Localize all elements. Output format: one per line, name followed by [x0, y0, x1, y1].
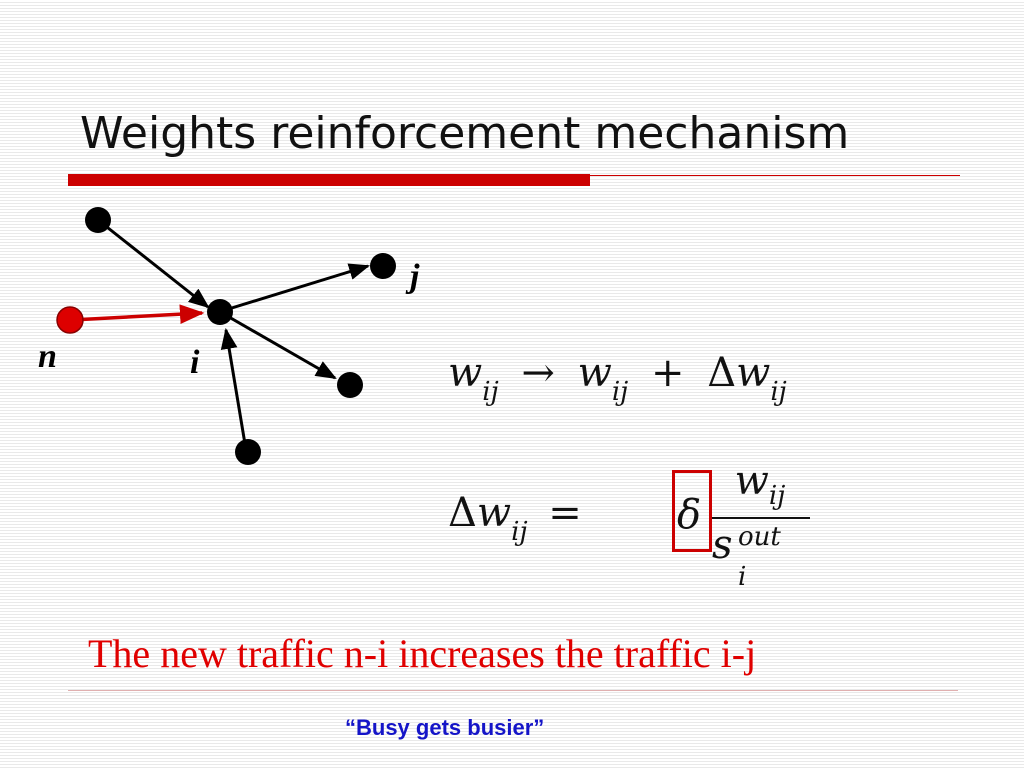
delta-factor: δ — [677, 492, 702, 538]
node-j — [370, 253, 396, 279]
fraction-numerator: wij — [734, 458, 786, 511]
label-n: n — [38, 338, 57, 375]
fraction-bar — [712, 517, 810, 519]
bottom-divider — [68, 690, 958, 691]
edge-top-to-i — [97, 218, 210, 309]
footer-quote: “Busy gets busier” — [345, 715, 545, 740]
edge-i-to-right — [221, 311, 337, 380]
node-top — [85, 207, 111, 233]
label-j: j — [410, 258, 420, 295]
label-i: i — [190, 344, 200, 381]
node-bottom — [235, 439, 261, 465]
delta-highlight-box — [672, 470, 712, 552]
edge-bottom-to-i — [220, 327, 248, 451]
edge-n-to-i — [71, 304, 205, 324]
edge-i-to-j — [221, 263, 371, 313]
equation-delta-weight: Δwij = — [448, 490, 582, 547]
node-i — [207, 299, 233, 325]
title-underline — [590, 175, 960, 176]
slide-title: Weights reinforcement mechanism — [80, 108, 850, 159]
node-right — [337, 372, 363, 398]
equation-weight-update: wij → wij + Δwij — [448, 350, 787, 407]
node-n — [56, 306, 84, 334]
title-accent-bar — [68, 174, 590, 186]
caption-text: The new traffic n-i increases the traffi… — [88, 631, 757, 676]
